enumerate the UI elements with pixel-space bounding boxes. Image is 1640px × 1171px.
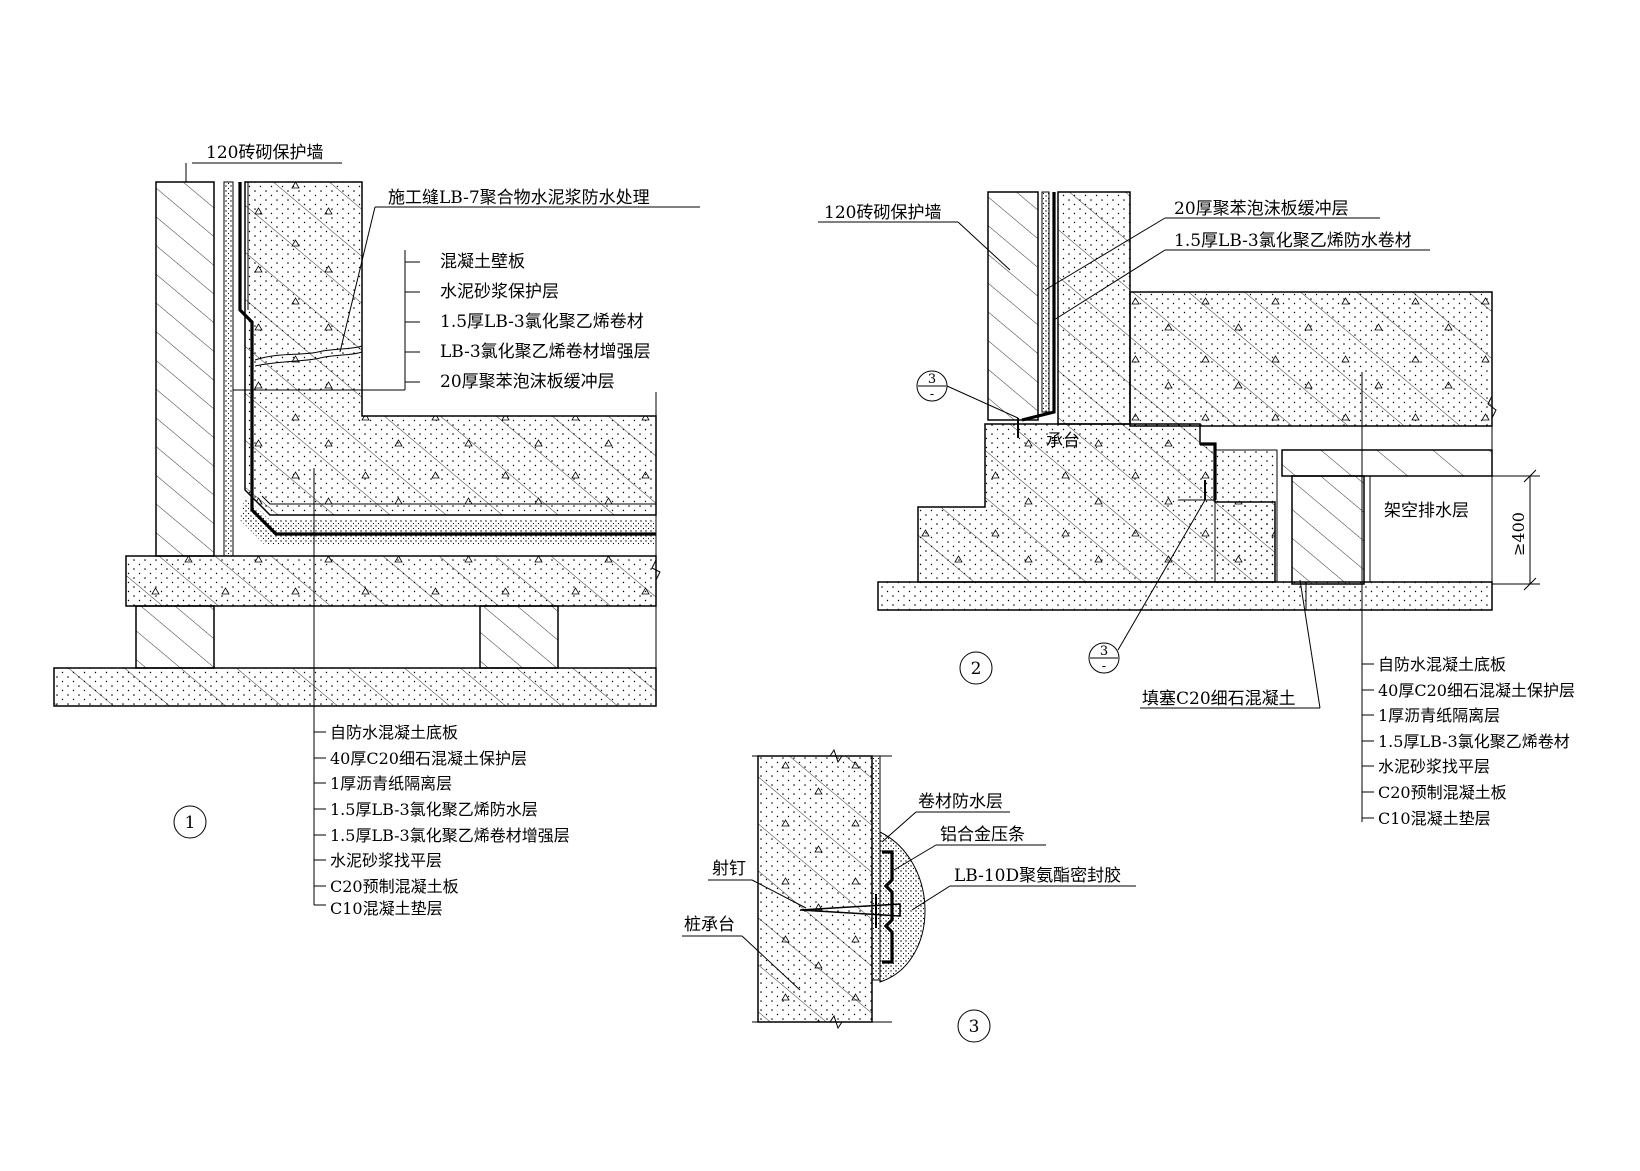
detail1-wall-layer-1: 混凝土壁板 (440, 252, 525, 272)
detail3-sealant-label: LB-10D聚氨酯密封胶 (954, 866, 1121, 886)
svg-text:3: 3 (1100, 644, 1108, 659)
detail2-brick-wall (987, 191, 1039, 421)
detail-2: ≥400 120砖砌保护墙 20厚聚苯泡沫板缓冲层 1.5厚LB-3氯化聚乙烯防… (818, 191, 1575, 828)
detail1-base-layer-6: 水泥砂浆找平层 (330, 851, 442, 870)
detail2-base-layer-7: C10混凝土垫层 (1378, 809, 1491, 828)
detail3-nail-label: 射钉 (712, 859, 746, 879)
detail1-base-layer-2: 40厚C20细石混凝土保护层 (330, 749, 527, 768)
detail3-number: 3 (969, 1017, 980, 1037)
detail3-sealant (879, 831, 926, 983)
detail1-membrane (238, 182, 656, 536)
detail1-wall-layer-2: 水泥砂浆保护层 (440, 282, 559, 302)
detail-1: 120砖砌保护墙 施工缝LB-7聚合物水泥浆防水处理 混凝土壁板 水泥砂浆保护层… (53, 143, 700, 918)
detail2-foam-board (1041, 191, 1050, 413)
detail3-nail (799, 903, 901, 917)
svg-text:3: 3 (928, 372, 936, 387)
detail1-brick-wall (155, 181, 215, 557)
detail3-membrane (871, 755, 881, 981)
detail1-construction-joint (254, 345, 363, 361)
detail3-number-circle (957, 1009, 991, 1043)
detail2-callout-bottom (1088, 642, 1120, 674)
detail1-wall-layer-5: 20厚聚苯泡沫板缓冲层 (440, 372, 615, 392)
detail1-wall-layer-3: 1.5厚LB-3氯化聚乙烯卷材 (440, 312, 644, 332)
detail2-number-circle (959, 651, 993, 685)
detail2-fill-label: 填塞C20细石混凝土 (1142, 689, 1296, 709)
detail2-top-layer-2: 1.5厚LB-3氯化聚乙烯防水卷材 (1174, 231, 1412, 251)
detail1-support (479, 605, 559, 669)
detail1-wall-layer-4: LB-3氯化聚乙烯卷材增强层 (440, 342, 651, 362)
detail2-base-layer-3: 1厚沥青纸隔离层 (1378, 706, 1500, 725)
detail2-base-layer-5: 水泥砂浆找平层 (1378, 757, 1490, 776)
detail3-strip-label: 铝合金压条 (940, 825, 1025, 845)
detail3-aluminium-strip (882, 850, 894, 964)
detail1-number: 1 (185, 813, 196, 833)
svg-text:-: - (1102, 659, 1106, 674)
detail1-base-layer-8: C10混凝土垫层 (330, 899, 443, 918)
detail2-drainage-pier (1291, 475, 1365, 585)
detail3-membrane-label: 卷材防水层 (918, 792, 1003, 812)
detail2-base-layer-1: 自防水混凝土底板 (1378, 655, 1506, 674)
detail1-joint-label: 施工缝LB-7聚合物水泥浆防水处理 (388, 188, 650, 208)
detail1-base-layer-4: 1.5厚LB-3氯化聚乙烯防水层 (330, 800, 538, 819)
detail2-base-layer-6: C20预制混凝土板 (1378, 783, 1507, 802)
detail1-support (135, 605, 215, 669)
detail3-pile-cap-label: 桩承台 (684, 915, 735, 935)
detail1-base-layer-1: 自防水混凝土底板 (330, 723, 458, 742)
detail1-number-circle (173, 805, 207, 839)
detail1-wall-label: 120砖砌保护墙 (206, 143, 323, 163)
detail2-number: 2 (971, 659, 982, 679)
detail2-top-layer-1: 20厚聚苯泡沫板缓冲层 (1174, 199, 1349, 219)
detail1-base-layer-3: 1厚沥青纸隔离层 (330, 774, 452, 793)
detail1-foam-board (223, 181, 234, 557)
detail2-cap-label: 承台 (1046, 431, 1080, 451)
svg-text:-: - (930, 387, 934, 402)
detail2-dimension: ≥400 (1509, 512, 1528, 556)
detail2-base-layer-4: 1.5厚LB-3氯化聚乙烯卷材 (1378, 732, 1570, 751)
detail2-wall-label: 120砖砌保护墙 (824, 203, 941, 223)
detail-3: 卷材防水层 铝合金压条 LB-10D聚氨酯密封胶 射钉 桩承台 3 (682, 748, 1136, 1043)
detail2-base-slab (877, 581, 1493, 611)
detail1-base-layer-5: 1.5厚LB-3氯化聚乙烯卷材增强层 (330, 826, 570, 845)
detail2-base-layer-2: 40厚C20细石混凝土保护层 (1378, 681, 1575, 700)
detail2-drain-label: 架空排水层 (1384, 501, 1469, 521)
detail1-base-layer-7: C20预制混凝土板 (330, 877, 459, 896)
